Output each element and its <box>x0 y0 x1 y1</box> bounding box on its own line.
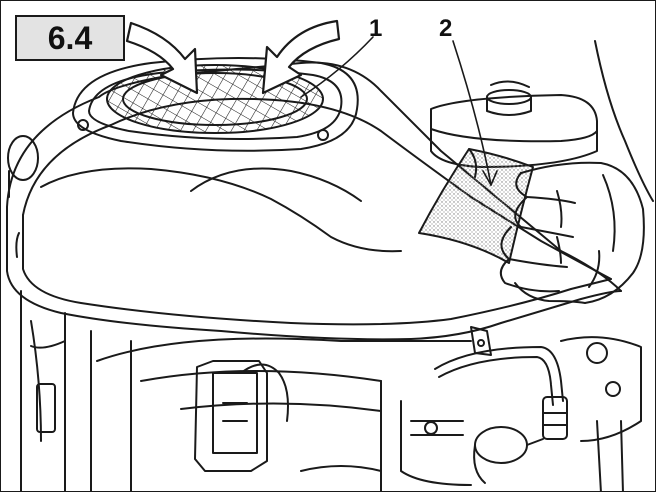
down-arrow-icon <box>261 19 341 95</box>
engine-block <box>20 290 472 492</box>
hand <box>499 40 654 304</box>
figure-number-label: 6.4 <box>15 15 125 61</box>
ignition-module <box>194 360 289 472</box>
fuel-tank <box>430 80 598 168</box>
callout-2-leader <box>452 40 492 186</box>
air-filter-grille <box>72 57 359 152</box>
callout-1-leader <box>300 36 374 98</box>
callout-1-number: 1 <box>369 15 383 42</box>
carburetor <box>400 326 642 492</box>
foam-filter-element <box>418 148 534 264</box>
down-arrow-icon <box>125 21 199 95</box>
callout-2-number: 2 <box>439 15 453 42</box>
